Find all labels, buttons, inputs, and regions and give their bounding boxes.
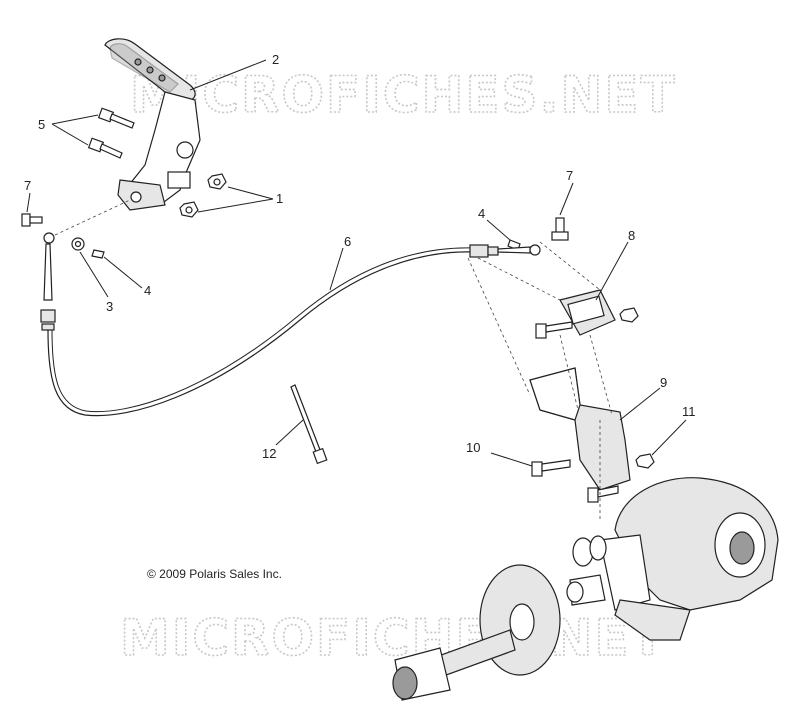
caliper-nut [619, 307, 639, 323]
gearcase [566, 477, 779, 641]
cable-tie-12 [290, 384, 328, 465]
brake-cable [47, 251, 476, 417]
washer-3 [71, 237, 85, 251]
nut-1a [207, 173, 227, 190]
callout-4-right: 4 [478, 206, 485, 221]
callout-7-right: 7 [566, 168, 573, 183]
watermark-bottom: MICROFICHES.NET [120, 609, 667, 667]
driveshaft [392, 629, 516, 701]
watermark-top: MICROFICHES.NET [130, 66, 677, 124]
copyright-text: © 2009 Polaris Sales Inc. [147, 567, 282, 581]
bolt-5b [87, 137, 123, 159]
cable-end-left [40, 232, 56, 331]
callout-6: 6 [344, 234, 351, 249]
brake-lever-assembly [104, 38, 201, 211]
callout-9: 9 [660, 375, 667, 390]
bolt-lower [587, 485, 619, 503]
nut-11 [635, 453, 655, 469]
bracket-9 [529, 367, 631, 491]
clip-4-left [91, 249, 105, 259]
callout-2: 2 [272, 52, 279, 67]
cable-end-right [469, 244, 541, 258]
callout-11: 11 [682, 404, 696, 419]
leader-lines [26, 59, 687, 467]
bolt-10 [531, 459, 571, 477]
callout-7-left: 7 [24, 178, 31, 193]
callout-3: 3 [106, 299, 113, 314]
callout-12: 12 [262, 446, 276, 461]
callout-8: 8 [628, 228, 635, 243]
brake-caliper-8 [559, 289, 616, 336]
callout-1: 1 [276, 191, 283, 206]
caliper-bolt [535, 321, 573, 339]
nut-1b [179, 201, 199, 218]
bolt-5a [97, 107, 135, 129]
callout-4-left: 4 [144, 283, 151, 298]
callout-10: 10 [466, 440, 480, 455]
connection-lines [54, 199, 613, 520]
callout-5: 5 [38, 117, 45, 132]
pin-7-left [21, 213, 43, 227]
pin-7-right [551, 217, 569, 241]
